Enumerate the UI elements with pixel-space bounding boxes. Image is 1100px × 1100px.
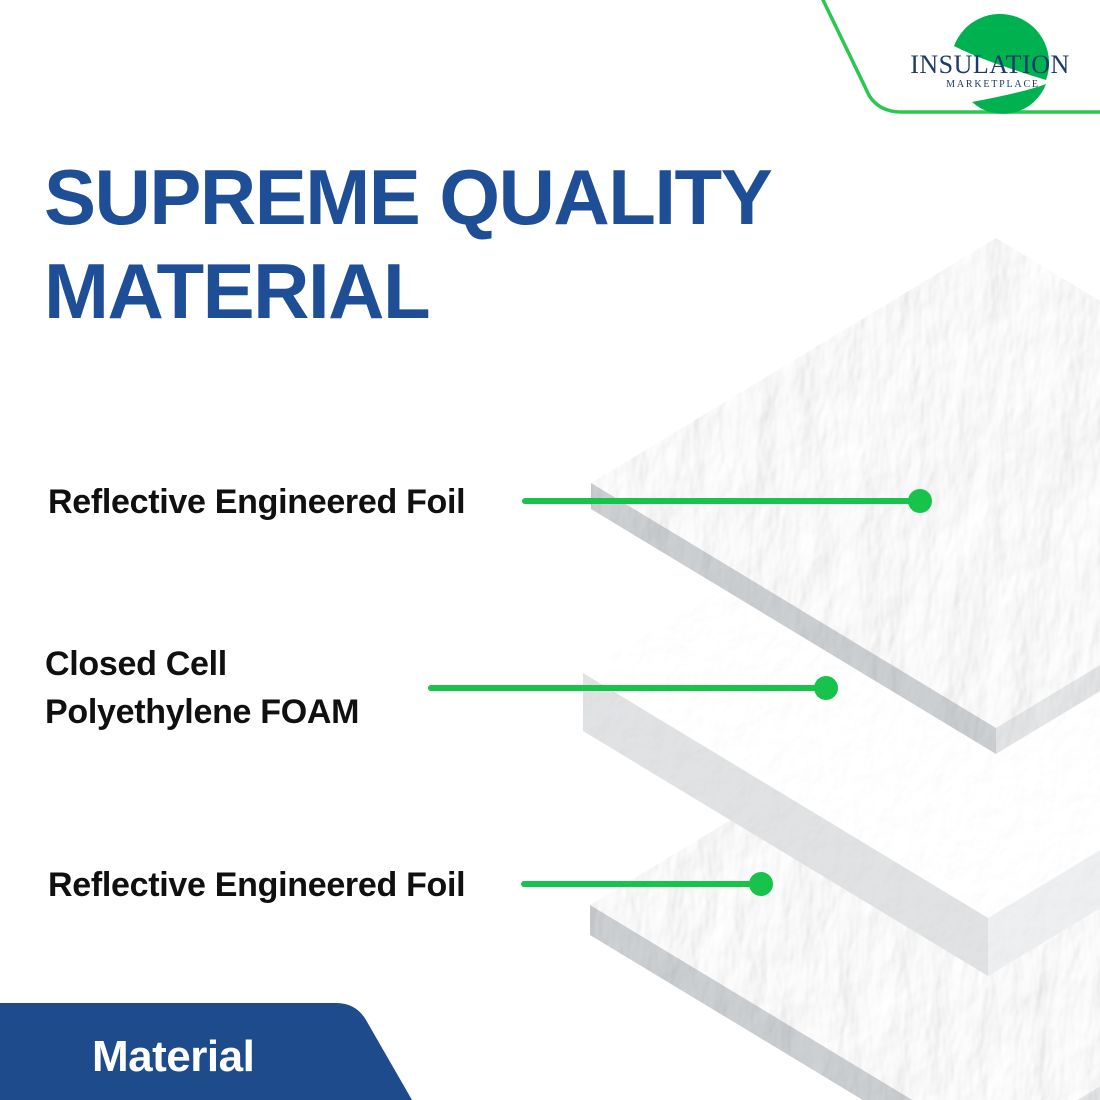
callout-label-text: Polyethylene FOAM xyxy=(45,693,360,731)
callout-dot xyxy=(814,676,838,700)
callout-dot xyxy=(908,489,932,513)
callout-label-text: Reflective Engineered Foil xyxy=(48,866,466,904)
callout-line xyxy=(522,498,912,504)
foil-layer-top xyxy=(591,238,1100,754)
foil-bottom-left-shade xyxy=(590,905,913,1100)
material-banner xyxy=(0,1003,412,1100)
logo-border-line xyxy=(821,0,1100,114)
logo-subtitle: MARKETPLACE xyxy=(946,79,1040,90)
callout-dot xyxy=(749,872,773,896)
foil-bottom-right-shade xyxy=(1077,1086,1100,1100)
page-title-line2: MATERIAL xyxy=(44,247,431,335)
banner-label: Material xyxy=(92,1032,255,1081)
leaf-crescent-icon xyxy=(954,13,1050,114)
callout-label-bottom-foil: Reflective Engineered Foil xyxy=(48,861,466,909)
foil-top-top-face xyxy=(591,238,1100,728)
callout-line xyxy=(521,881,753,887)
page-title: SUPREME QUALITY MATERIAL xyxy=(44,150,804,338)
logo-badge xyxy=(821,0,1100,114)
foil-top-right-shade xyxy=(996,665,1100,754)
foil-top-left-face xyxy=(591,483,996,754)
callout-label-top-foil: Reflective Engineered Foil xyxy=(48,478,466,526)
page-title-line1: SUPREME QUALITY xyxy=(44,153,773,241)
callout-label-text: Closed Cell xyxy=(45,645,227,683)
foam-right-face xyxy=(988,850,1100,976)
foil-bottom-right-face xyxy=(1077,1086,1100,1100)
callout-line xyxy=(428,685,818,691)
callout-label-text: Reflective Engineered Foil xyxy=(48,483,466,521)
foam-right-shade xyxy=(988,850,1100,976)
foil-top-left-shade xyxy=(591,483,996,754)
foam-left-face xyxy=(583,673,988,976)
foil-top-right-face xyxy=(996,665,1100,754)
callout-label-foam: Closed Cell Polyethylene FOAM xyxy=(45,640,359,736)
logo-title: INSULATION xyxy=(910,50,1070,79)
banner-shape xyxy=(0,1003,412,1100)
foil-bottom-left-face xyxy=(590,905,913,1100)
foam-left-shade xyxy=(583,673,988,976)
